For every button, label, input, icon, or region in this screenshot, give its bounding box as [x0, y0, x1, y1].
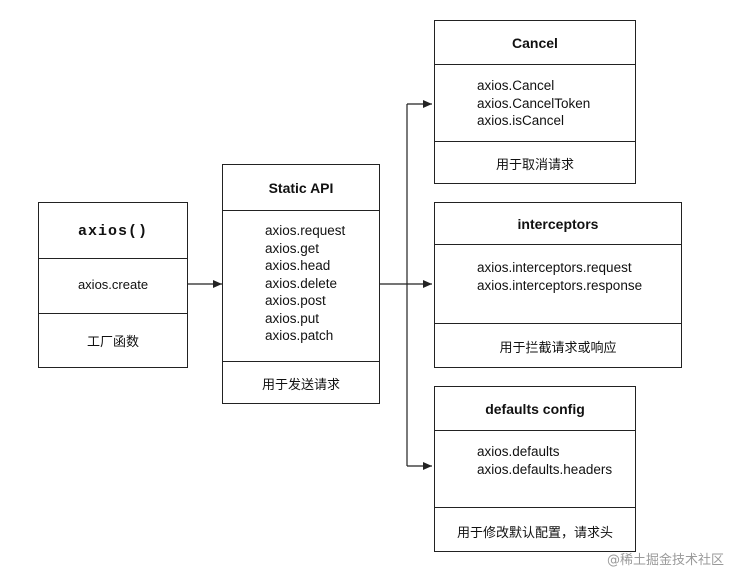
list-item: axios.Cancel [477, 78, 555, 93]
static-api-desc: 用于发送请求 [261, 378, 340, 393]
list-item: axios.interceptors.request [477, 260, 632, 275]
cancel-divider-2 [435, 141, 635, 142]
list-item: axios.defaults [477, 444, 560, 459]
static-api-divider-2 [223, 361, 379, 362]
defaults-config-list: axios.defaults axios.defaults.headers [477, 443, 635, 478]
interceptors-title: interceptors [517, 216, 599, 232]
defaults-config-divider-2 [435, 507, 635, 508]
list-item: axios.delete [265, 275, 338, 291]
list-item: axios.defaults.headers [477, 461, 613, 477]
cancel-desc: 用于取消请求 [495, 158, 574, 173]
defaults-config-title: defaults config [485, 401, 585, 417]
static-api-title: Static API [268, 180, 334, 196]
axios-box-title: axios() [77, 223, 148, 240]
static-api-list: axios.request axios.get axios.head axios… [265, 222, 379, 345]
cancel-divider-1 [435, 64, 635, 65]
list-item: axios.patch [265, 328, 334, 343]
list-item: axios.head [265, 258, 331, 273]
list-item: axios.request [265, 223, 346, 238]
static-api-box: Static API axios.request axios.get axios… [222, 164, 380, 404]
defaults-config-divider-1 [435, 430, 635, 431]
cancel-list: axios.Cancel axios.CancelToken axios.isC… [477, 77, 635, 130]
list-item: axios.CancelToken [477, 95, 591, 111]
static-api-divider-1 [223, 210, 379, 211]
interceptors-list: axios.interceptors.request axios.interce… [477, 259, 681, 294]
watermark: @稀土掘金技术社区 [606, 553, 724, 568]
axios-box-create: axios.create [77, 277, 149, 292]
list-item: axios.post [265, 293, 326, 308]
axios-box-divider-1 [39, 258, 187, 259]
interceptors-desc: 用于拦截请求或响应 [499, 341, 617, 356]
axios-box-divider-2 [39, 313, 187, 314]
axios-box-desc: 工厂函数 [86, 335, 139, 350]
list-item: axios.interceptors.response [477, 277, 643, 293]
defaults-config-box: defaults config axios.defaults axios.def… [434, 386, 636, 552]
list-item: axios.put [265, 310, 320, 326]
list-item: axios.isCancel [477, 113, 565, 128]
list-item: axios.get [265, 240, 320, 256]
interceptors-divider-2 [435, 323, 681, 324]
axios-box: axios() axios.create 工厂函数 [38, 202, 188, 368]
interceptors-box: interceptors axios.interceptors.request … [434, 202, 682, 368]
cancel-title: Cancel [512, 35, 558, 51]
defaults-config-desc: 用于修改默认配置，请求头 [456, 526, 613, 541]
cancel-box: Cancel axios.Cancel axios.CancelToken ax… [434, 20, 636, 184]
interceptors-divider-1 [435, 244, 681, 245]
